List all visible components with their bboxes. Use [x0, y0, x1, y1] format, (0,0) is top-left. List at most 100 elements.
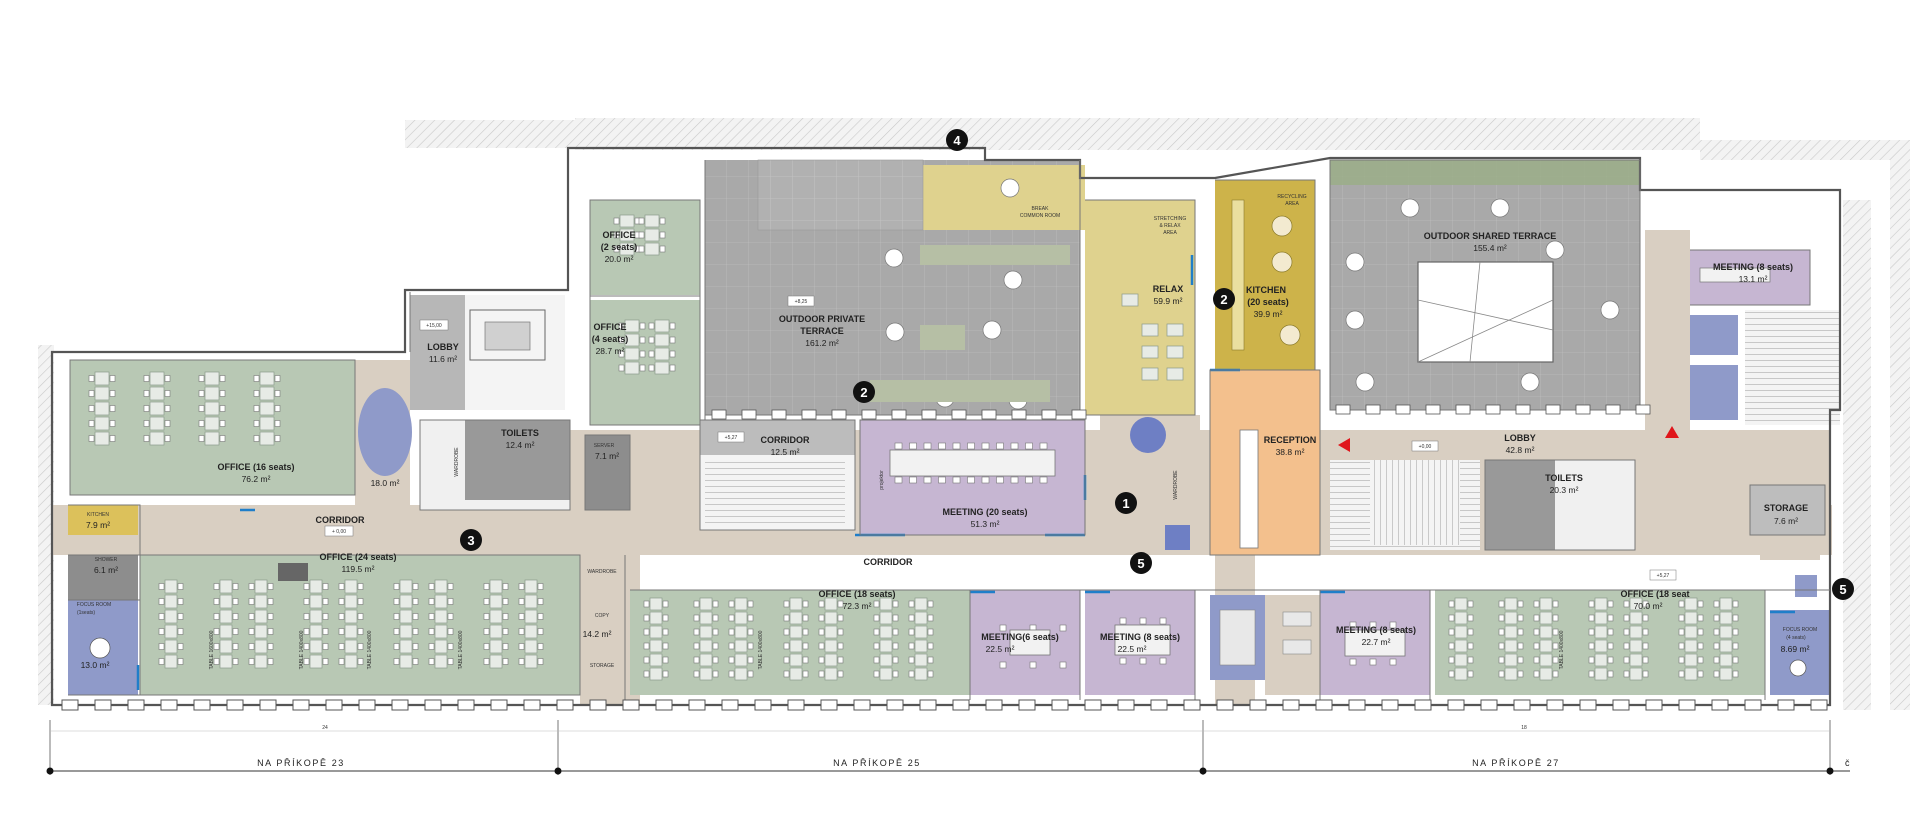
area-office-24: 119.5 m²: [342, 564, 375, 574]
chair: [669, 336, 676, 344]
chair: [1139, 617, 1147, 625]
terrace-pier: [771, 409, 787, 420]
facade-pier: [490, 699, 508, 711]
chair: [357, 643, 364, 650]
chair: [1498, 670, 1505, 678]
facade-pier: [1777, 699, 1795, 711]
chair: [747, 614, 754, 622]
chair: [219, 435, 226, 442]
chair: [783, 642, 790, 650]
desk: [524, 609, 538, 624]
chair: [1010, 476, 1019, 484]
chair: [219, 390, 226, 397]
chair: [274, 435, 281, 442]
chair: [1119, 617, 1127, 625]
chair: [927, 600, 934, 608]
desk: [619, 228, 635, 242]
desk: [204, 401, 220, 416]
desk: [1629, 639, 1643, 653]
terrace-pier: [1575, 404, 1591, 415]
facade-pier: [424, 699, 442, 711]
chair: [1552, 628, 1559, 636]
chair: [248, 628, 255, 635]
chair: [1369, 658, 1377, 666]
dim-27: 18: [1521, 725, 1527, 731]
chair: [908, 670, 915, 678]
area-copy: 14.2 m²: [583, 629, 612, 639]
chair: [428, 643, 435, 650]
level-terrace: +8,25: [795, 299, 808, 305]
desk: [699, 667, 713, 681]
chair: [1588, 614, 1595, 622]
desk: [399, 594, 413, 609]
area-storage-east: 7.6 m²: [1774, 516, 1798, 526]
marker-5-east: 5: [1832, 578, 1854, 600]
label-corridor-west: CORRIDOR: [316, 515, 365, 525]
chair: [274, 405, 281, 412]
chair: [669, 350, 676, 358]
facade-pier: [1216, 699, 1234, 711]
chair: [164, 420, 171, 427]
desk: [489, 624, 503, 639]
chair: [412, 658, 419, 665]
desk: [824, 639, 838, 653]
chair: [253, 405, 260, 412]
chair: [213, 613, 220, 620]
chair: [662, 656, 669, 664]
chair: [662, 614, 669, 622]
label-wardrobe-mid: WARDROBE: [587, 569, 617, 575]
chair: [1533, 614, 1540, 622]
chair: [1517, 614, 1524, 622]
facade-pier: [325, 699, 343, 711]
chair: [662, 600, 669, 608]
terrace-pier: [1041, 409, 1057, 420]
chair: [638, 245, 645, 253]
desk: [219, 594, 233, 609]
desk: [1719, 611, 1733, 625]
chair: [213, 598, 220, 605]
chair: [428, 628, 435, 635]
chair: [198, 390, 205, 397]
chair: [177, 628, 184, 635]
facade-pier: [952, 699, 970, 711]
chair: [712, 614, 719, 622]
chair: [1732, 600, 1739, 608]
chair: [1713, 614, 1720, 622]
terrace-pier: [891, 409, 907, 420]
terrace-pier: [1485, 404, 1501, 415]
chair: [909, 476, 917, 484]
chair: [1588, 642, 1595, 650]
chair: [728, 628, 735, 636]
area-toilets-east: 20.3 m²: [1550, 485, 1579, 495]
chair: [639, 322, 646, 330]
desk: [309, 579, 323, 594]
desk: [734, 597, 748, 611]
chair: [1498, 614, 1505, 622]
chair: [1517, 656, 1524, 664]
chair: [502, 643, 509, 650]
round-table: [1345, 310, 1365, 330]
desk: [309, 609, 323, 624]
chair: [267, 628, 274, 635]
chair: [909, 442, 917, 450]
chair: [873, 670, 880, 678]
terrace-pier: [1335, 404, 1351, 415]
desk: [1594, 597, 1608, 611]
desk: [164, 624, 178, 639]
desk: [824, 667, 838, 681]
facade-pier: [1183, 699, 1201, 711]
desk: [524, 594, 538, 609]
chair: [177, 613, 184, 620]
desk: [1539, 653, 1553, 667]
desk: [1141, 367, 1159, 381]
chair: [1732, 642, 1739, 650]
chair: [303, 583, 310, 590]
chair: [1552, 656, 1559, 664]
chair: [219, 405, 226, 412]
chair: [1623, 600, 1630, 608]
chair: [873, 642, 880, 650]
chair: [428, 583, 435, 590]
label-wardrobe-lobby: WARDROBE: [454, 447, 460, 477]
chair: [198, 405, 205, 412]
label-copy: COPY: [595, 613, 610, 619]
